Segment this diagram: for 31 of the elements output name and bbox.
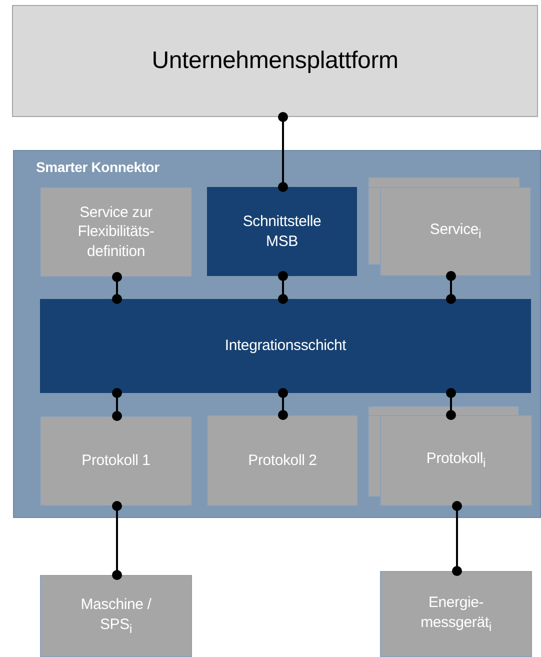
component-box	[40, 416, 192, 506]
box-label: Protokoll 2	[248, 450, 317, 470]
connector	[278, 271, 288, 304]
component-box	[40, 187, 192, 277]
container-panel	[13, 150, 541, 518]
component-box	[40, 575, 192, 657]
box-label: Integrationsschicht	[224, 336, 346, 356]
box-label: Service zur Flexibilitäts- definition	[76, 202, 156, 262]
box-label: Service$_{i}$	[430, 220, 482, 243]
connector	[452, 501, 462, 576]
connector	[112, 272, 122, 304]
box-label: Protokoll$_{i}$	[426, 449, 486, 472]
box-label: Schnittstelle MSB	[242, 212, 322, 251]
box-label: Energie- messgerät$_{i}$	[420, 593, 492, 635]
connector	[278, 112, 288, 192]
platform-box	[12, 5, 538, 117]
box-label: Maschine / SPS$_{i}$	[80, 595, 152, 637]
connector	[112, 388, 122, 421]
container-title: Smarter Konnektor	[36, 158, 160, 176]
component-box	[207, 187, 357, 276]
component-box	[380, 187, 531, 276]
component-box	[207, 415, 358, 506]
connector	[278, 388, 288, 420]
connector	[446, 388, 456, 420]
connector	[112, 501, 122, 580]
box-label: Unternehmensplattform	[152, 46, 398, 76]
box-label: Protokoll 1	[82, 451, 150, 471]
component-box	[40, 299, 531, 393]
connector	[446, 271, 456, 304]
component-box	[380, 571, 532, 657]
component-box	[380, 415, 532, 506]
